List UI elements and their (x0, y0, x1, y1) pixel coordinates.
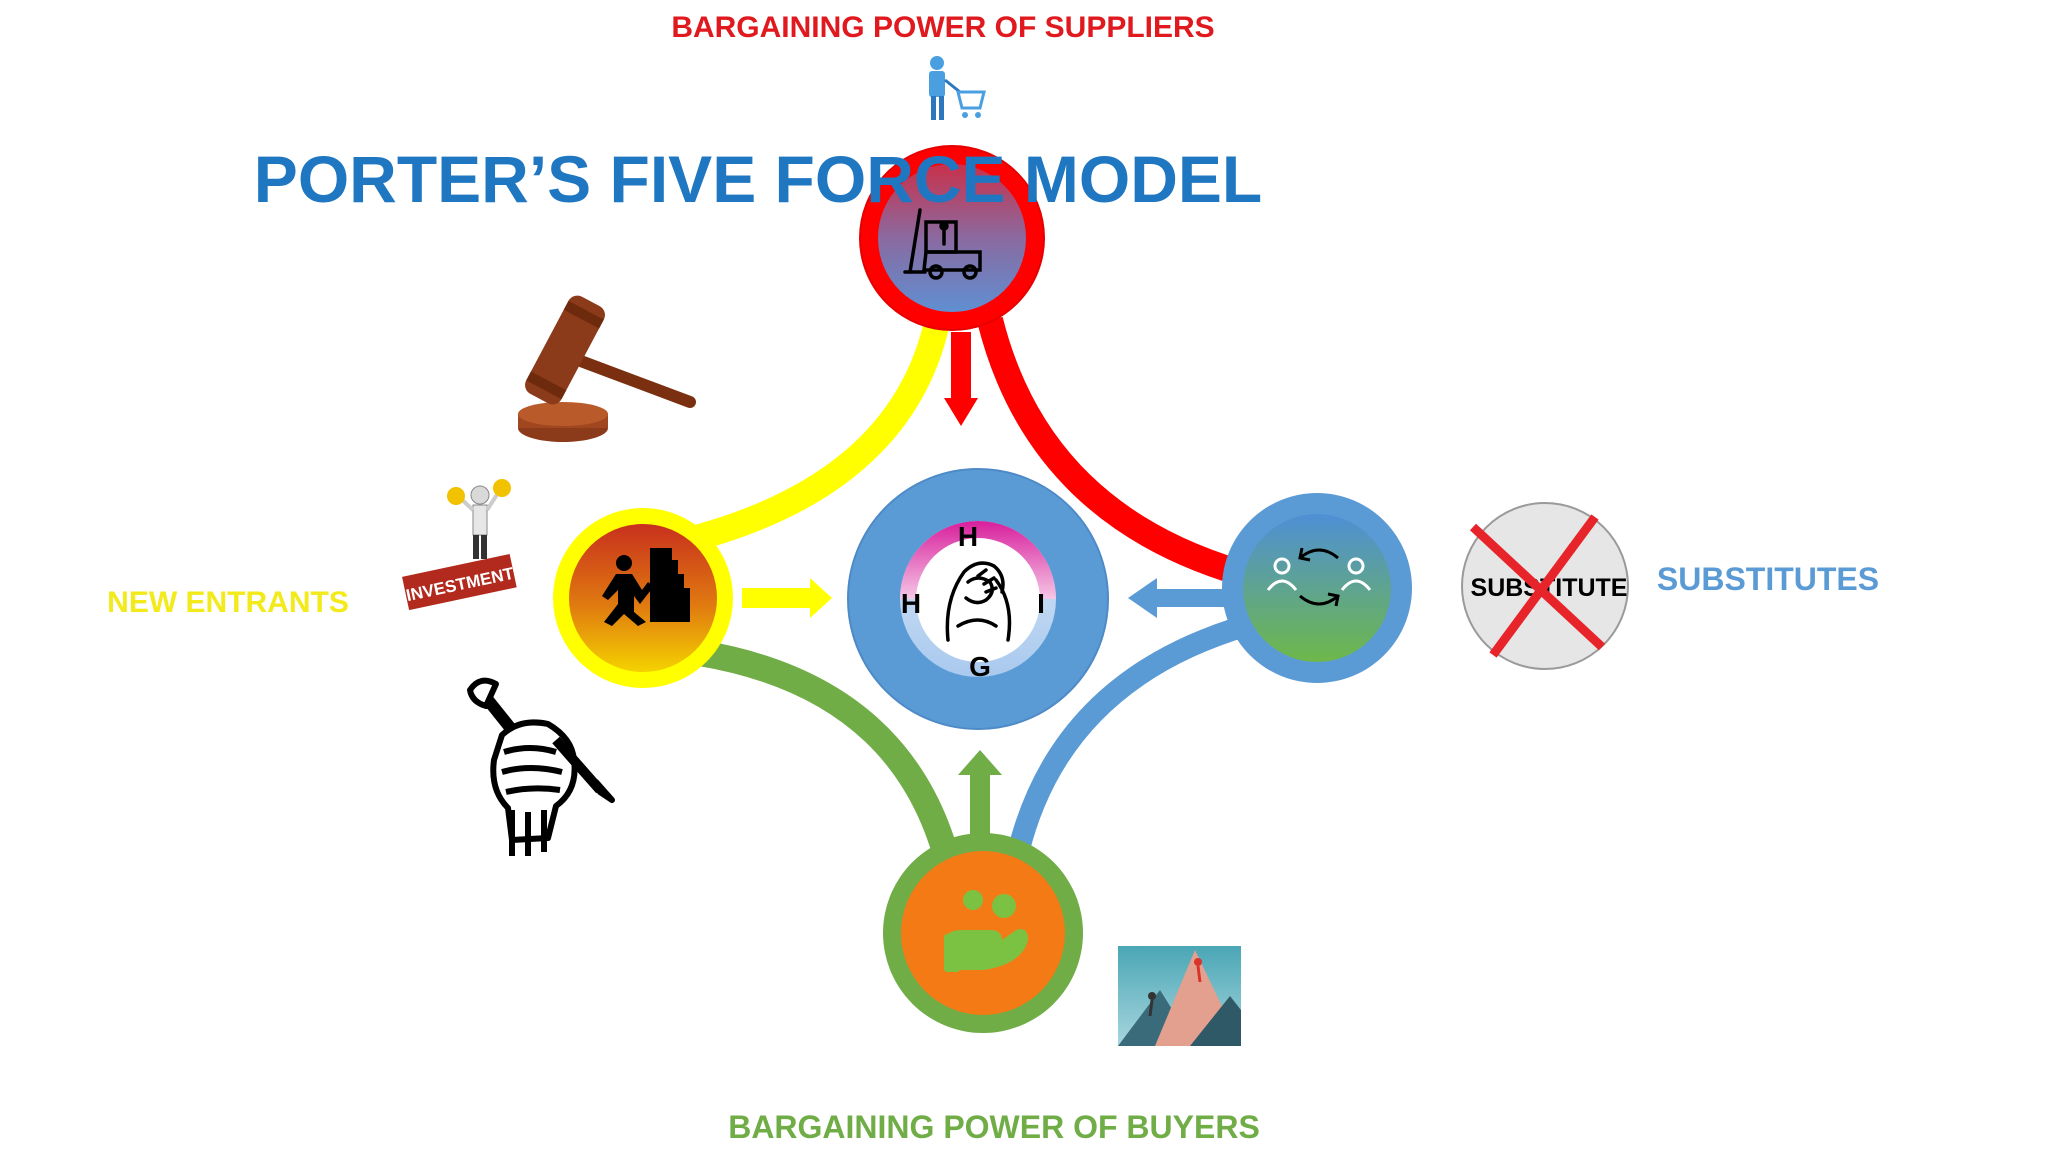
supplier-to-substitute-arc (977, 316, 1259, 590)
gavel-icon (518, 295, 696, 442)
buyers-label: BARGAINING POWER OF BUYERS (728, 1109, 1260, 1145)
hand-giving-icon (944, 890, 1028, 972)
substitutes-label: SUBSTITUTES (1657, 561, 1879, 597)
substitutes-node (1222, 493, 1412, 683)
forklift-icon (903, 208, 982, 280)
fist-wrench-pencil-icon (467, 677, 615, 856)
shopper-with-cart-icon (929, 56, 986, 120)
center-letter-left: H (901, 588, 921, 619)
supplier-to-entrant-arc (642, 315, 951, 563)
substitute-arrow (1128, 578, 1225, 618)
investment-businessman-icon: INVESTMENT (402, 479, 517, 611)
center-node: H H I G (847, 468, 1109, 730)
supplier-arrow (944, 332, 978, 426)
center-letter-right: I (1037, 588, 1045, 619)
people-exchange-icon (1266, 557, 1372, 591)
new-entrants-label: NEW ENTRANTS (107, 586, 349, 619)
new-entrant-arrow (742, 578, 832, 618)
exchange-arrows (1298, 547, 1340, 607)
substitute-to-buyer-arc (1007, 614, 1252, 856)
climber-icon (602, 548, 690, 626)
page-title: PORTER’S FIVE FORCE MODEL (254, 142, 1262, 216)
suppliers-label: BARGAINING POWER OF SUPPLIERS (671, 11, 1214, 44)
mountain-climbers-icon (1118, 946, 1241, 1046)
buyer-arrow (958, 750, 1002, 840)
suppliers-node (859, 145, 1045, 331)
center-letter-bottom: G (969, 651, 991, 682)
buyers-node (883, 833, 1083, 1033)
new-entrants-node (553, 508, 733, 688)
arm-wrestling-icon (945, 561, 1012, 642)
center-letter-top: H (958, 521, 978, 552)
no-substitute-icon: SUBSTITUTE (1461, 502, 1629, 670)
